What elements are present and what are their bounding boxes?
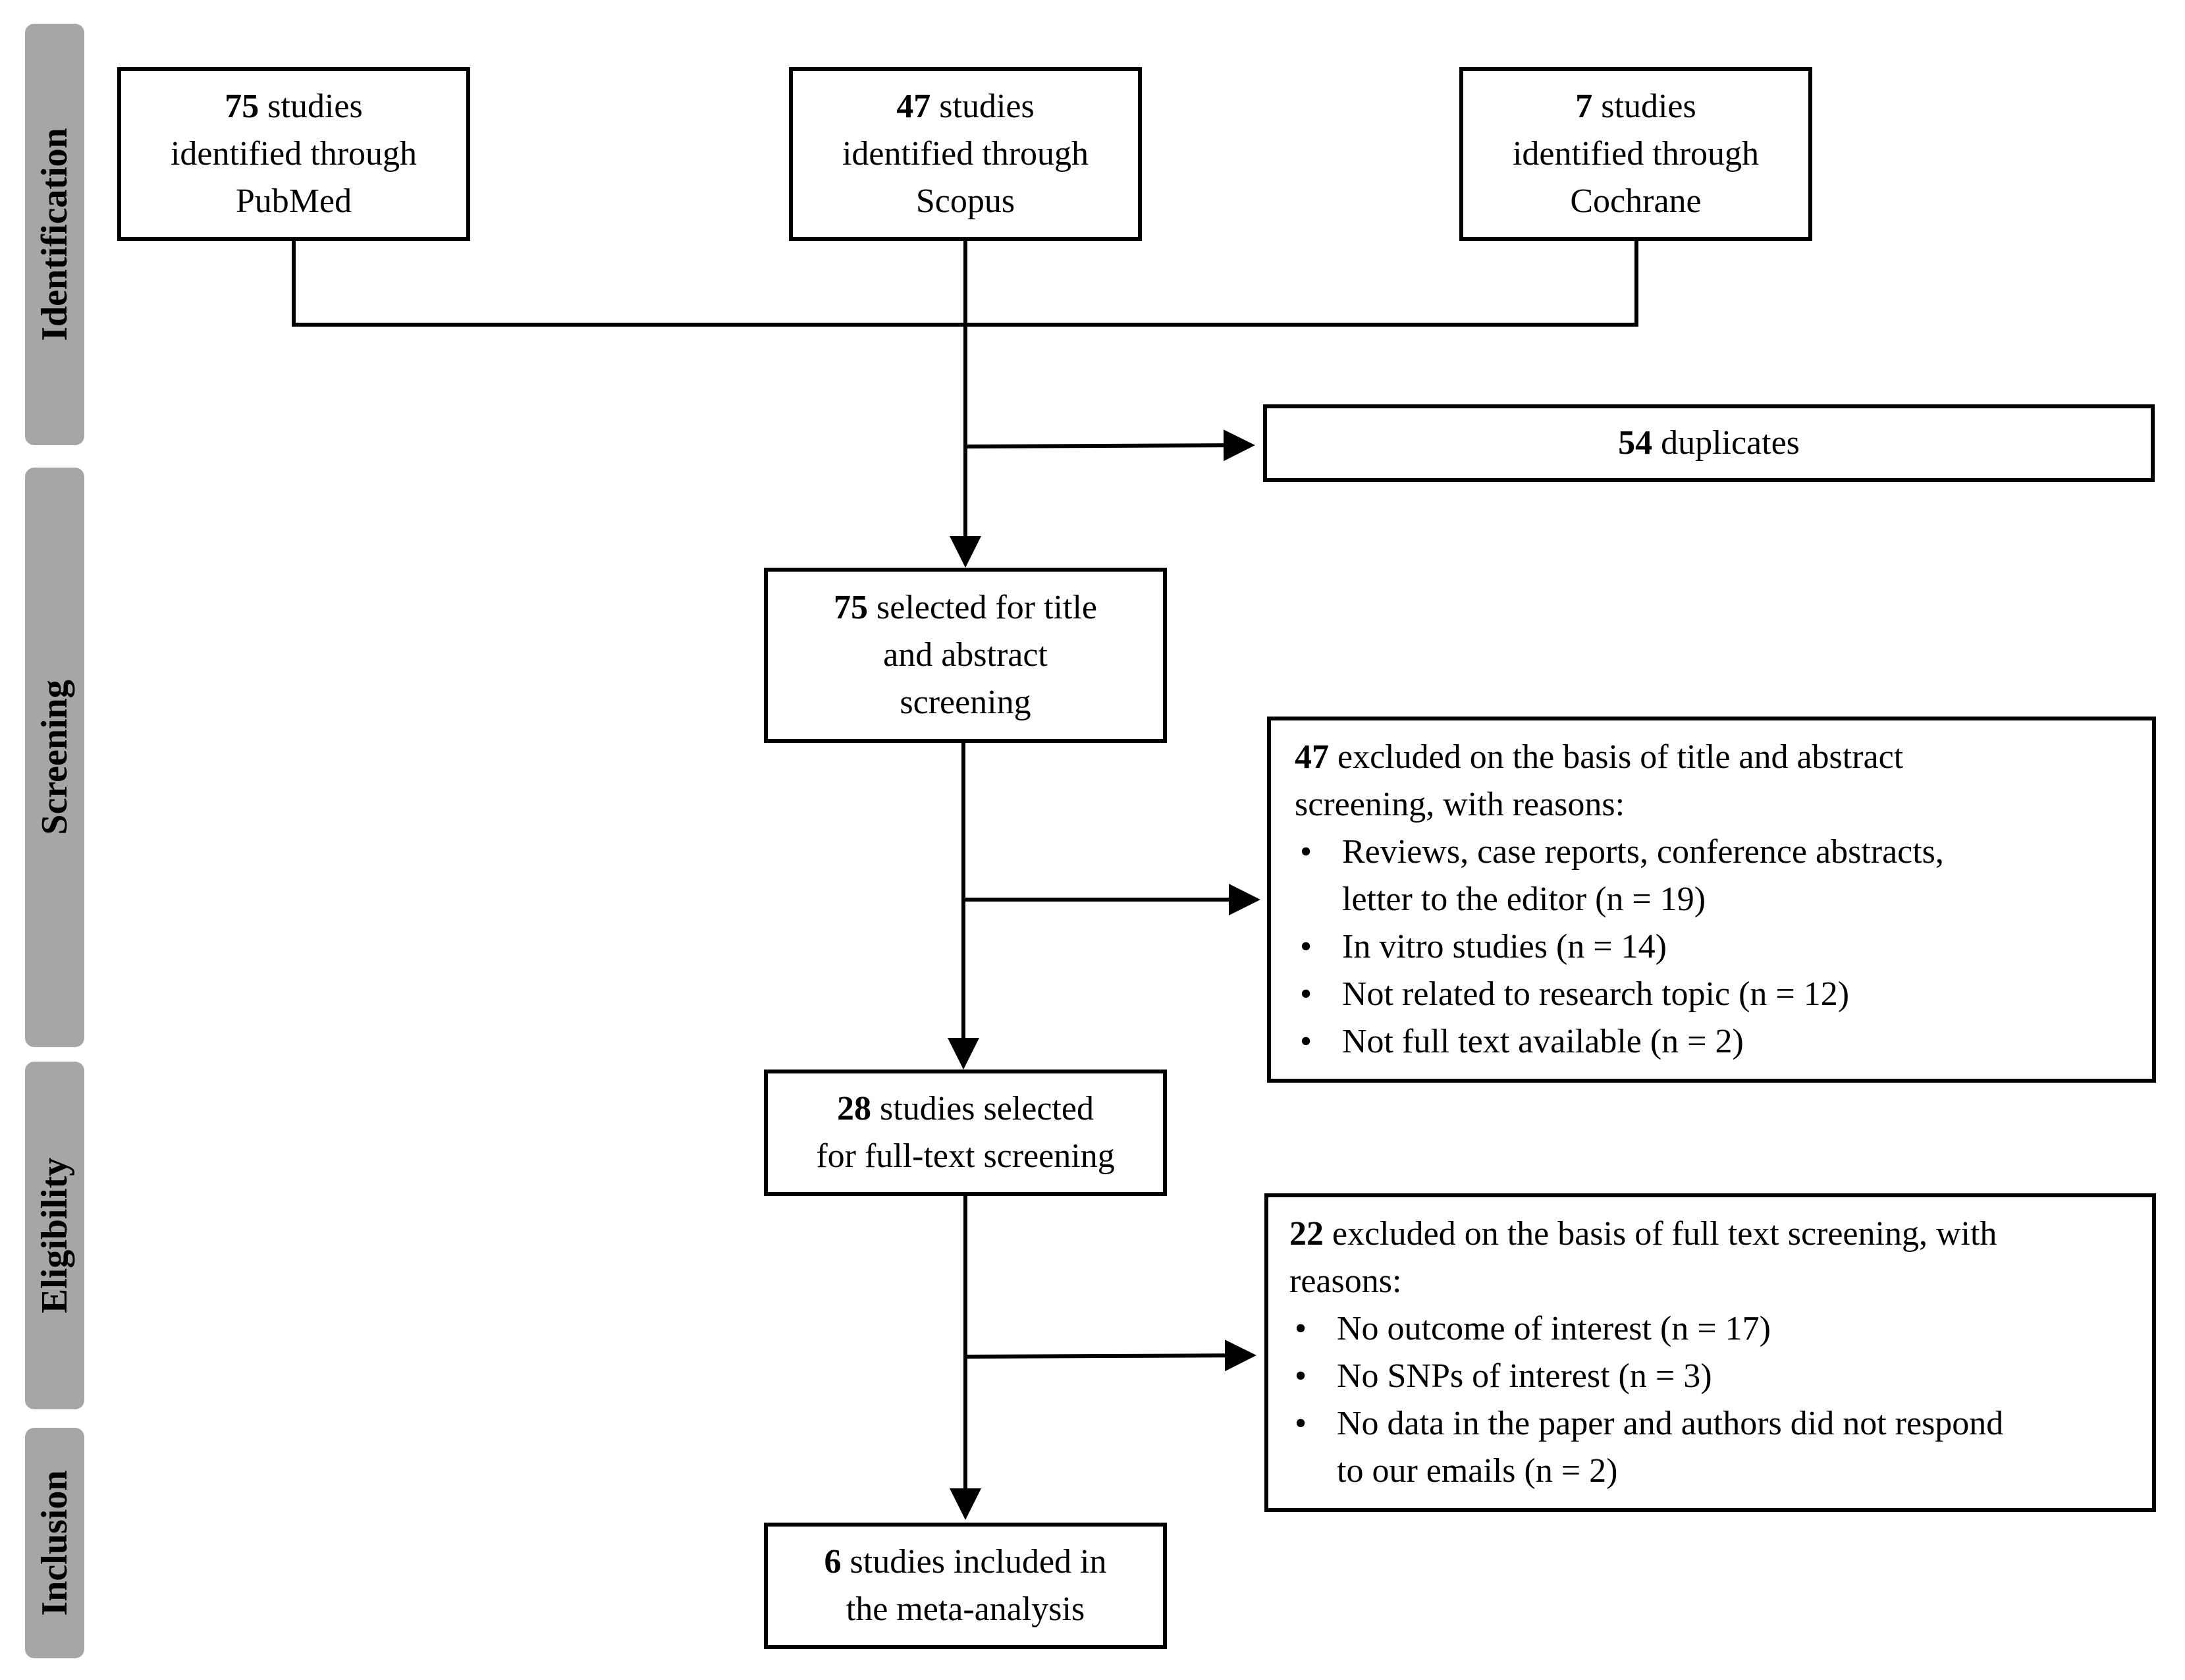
- stage-bar-eligibility: Eligibility: [25, 1062, 84, 1409]
- source-line-3: Cochrane: [1570, 182, 1702, 220]
- full-text-box: 28 studies selected for full-text screen…: [764, 1070, 1167, 1196]
- source-line-2: identified through: [170, 135, 418, 173]
- bullet: •: [1295, 1310, 1307, 1347]
- title-abstract-box: 75 selected for title and abstract scree…: [764, 568, 1167, 743]
- source-count: 47: [896, 88, 931, 125]
- title-abstract-text: selected for title: [877, 589, 1097, 626]
- full-text-line-2: for full-text screening: [816, 1137, 1115, 1175]
- exclusion-1-line-1: 47 excluded on the basis of title and ab…: [1295, 734, 2132, 781]
- bullet: •: [1295, 1405, 1307, 1442]
- title-abstract-count: 75: [834, 589, 869, 626]
- included-box: 6 studies included in the meta-analysis: [764, 1523, 1167, 1649]
- source-line-2: identified through: [1512, 135, 1760, 173]
- reason-item: • In vitro studies (n = 14): [1295, 923, 2132, 971]
- stage-bar-identification: Identification: [25, 24, 84, 445]
- exclusion-2-reasons-list: • No outcome of interest (n = 17) • No SNP…: [1289, 1305, 2132, 1495]
- included-text: studies included in: [850, 1543, 1107, 1581]
- exclusion-1-text: excluded on the basis of title and abstr…: [1337, 738, 1904, 776]
- source-text: studies: [1601, 88, 1696, 125]
- title-abstract-line-2: and abstract: [883, 636, 1048, 674]
- source-count: 7: [1575, 88, 1593, 125]
- reason-item: • Reviews, case reports, conference abstr…: [1295, 828, 2132, 923]
- included-line-2: the meta-analysis: [846, 1590, 1085, 1628]
- reason-line-1: No SNPs of interest (n = 3): [1337, 1357, 1712, 1395]
- full-text-line-1: 28 studies selected: [837, 1085, 1094, 1133]
- reason-item: • No outcome of interest (n = 17): [1289, 1305, 2132, 1353]
- exclusion-2-text: excluded on the basis of full text scree…: [1332, 1215, 1997, 1253]
- exclusion-2-line-1: 22 excluded on the basis of full text sc…: [1289, 1210, 2132, 1258]
- reason-item: • Not full text available (n = 2): [1295, 1018, 2132, 1066]
- bullet: •: [1300, 833, 1312, 871]
- source-line-1: 7 studies: [1575, 83, 1696, 130]
- reason-line-1: Not related to research topic (n = 12): [1342, 975, 1850, 1013]
- source-line-3: Scopus: [915, 182, 1015, 220]
- reason-line-1: Not full text available (n = 2): [1342, 1023, 1744, 1060]
- source-line-1: 47 studies: [896, 83, 1034, 130]
- exclusion-1-count: 47: [1295, 738, 1329, 776]
- included-count: 6: [824, 1543, 842, 1581]
- reason-line-1: No data in the paper and authors did not…: [1337, 1405, 2004, 1442]
- source-text: studies: [267, 88, 363, 125]
- reason-line-1: Reviews, case reports, conference abstra…: [1342, 833, 1944, 871]
- reason-item: • No data in the paper and authors did no…: [1289, 1400, 2132, 1495]
- exclusion-2-line-2: reasons:: [1289, 1262, 1402, 1300]
- exclusion-1-reasons-list: • Reviews, case reports, conference abstr…: [1295, 828, 2132, 1066]
- bullet: •: [1300, 928, 1312, 965]
- exclusion-1-line-2: screening, with reasons:: [1295, 786, 1625, 823]
- title-abstract-line-1: 75 selected for title: [834, 584, 1097, 632]
- duplicates-count: 54: [1618, 424, 1653, 462]
- reason-line-2: letter to the editor (n = 19): [1342, 881, 1706, 918]
- source-box-scopus: 47 studies identified through Scopus: [789, 67, 1142, 241]
- duplicates-line: 54 duplicates: [1618, 420, 1800, 467]
- exclusion-box-full-text: 22 excluded on the basis of full text sc…: [1264, 1193, 2156, 1512]
- arrow-to-exclusion-2: [965, 1340, 1256, 1372]
- source-box-cochrane: 7 studies identified through Cochrane: [1459, 67, 1812, 241]
- source-line-1: 75 studies: [225, 83, 362, 130]
- source-text: studies: [939, 88, 1035, 125]
- reason-line-2: to our emails (n = 2): [1337, 1452, 1618, 1490]
- source-count: 75: [225, 88, 259, 125]
- duplicates-box: 54 duplicates: [1263, 404, 2155, 482]
- reason-line-1: In vitro studies (n = 14): [1342, 928, 1667, 965]
- source-line-3: PubMed: [235, 182, 352, 220]
- source-box-pubmed: 75 studies identified through PubMed: [117, 67, 470, 241]
- exclusion-2-count: 22: [1289, 1215, 1324, 1253]
- duplicates-text: duplicates: [1661, 424, 1800, 462]
- reason-line-1: No outcome of interest (n = 17): [1337, 1310, 1771, 1347]
- included-line-1: 6 studies included in: [824, 1538, 1107, 1586]
- reason-item: • No SNPs of interest (n = 3): [1289, 1353, 2132, 1400]
- exclusion-box-title-abstract: 47 excluded on the basis of title and ab…: [1267, 717, 2156, 1083]
- bullet: •: [1295, 1357, 1307, 1395]
- full-text-count: 28: [837, 1090, 872, 1127]
- title-abstract-line-3: screening: [900, 684, 1031, 721]
- stage-bar-screening: Screening: [25, 468, 84, 1047]
- reason-item: • Not related to research topic (n = 12): [1295, 971, 2132, 1018]
- full-text-text: studies selected: [880, 1090, 1094, 1127]
- source-line-2: identified through: [842, 135, 1089, 173]
- stage-bar-inclusion: Inclusion: [25, 1428, 84, 1658]
- arrow-to-duplicates: [965, 429, 1255, 462]
- bullet: •: [1300, 1023, 1312, 1060]
- bullet: •: [1300, 975, 1312, 1013]
